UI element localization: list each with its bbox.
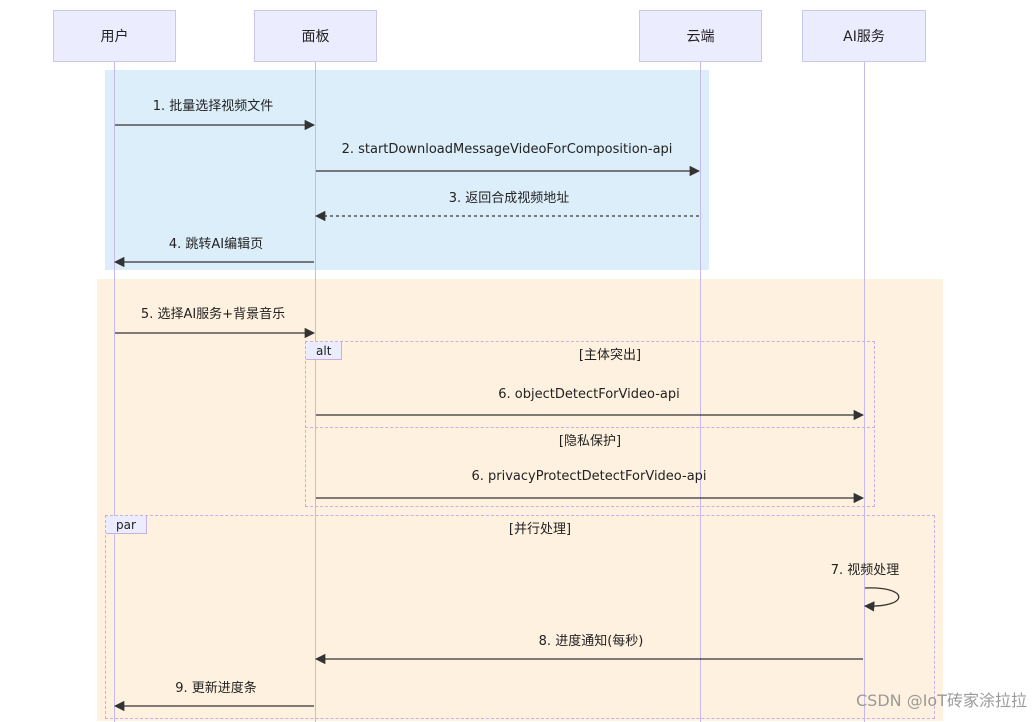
- alt-frame: alt: [305, 341, 875, 507]
- message-label-3: 3. 返回合成视频地址: [448, 191, 570, 206]
- lifeline-user: [114, 62, 115, 722]
- csdn-watermark: CSDN @IoT砖家涂拉拉: [856, 691, 1027, 710]
- actor-user: 用户: [53, 10, 176, 62]
- actor-panel: 面板: [254, 10, 377, 62]
- message-label-9: 9. 更新进度条: [175, 681, 257, 696]
- message-label-6b: 6. privacyProtectDetectForVideo-api: [471, 469, 707, 484]
- lifeline-cloud: [700, 62, 701, 722]
- message-label-2: 2. startDownloadMessageVideoForCompositi…: [341, 142, 673, 157]
- alt-divider: [305, 427, 875, 428]
- message-label-4: 4. 跳转AI编辑页: [168, 237, 264, 252]
- message-label-6a: 6. objectDetectForVideo-api: [498, 387, 680, 402]
- highlight-rect-peach: [97, 279, 943, 721]
- message-label-5: 5. 选择AI服务+背景音乐: [140, 307, 286, 322]
- alt-frame-label: alt: [306, 342, 343, 360]
- message-label-7: 7. 视频处理: [830, 563, 900, 578]
- lifeline-ai-service: [864, 62, 865, 722]
- alt-condition-1: [主体突出]: [578, 348, 642, 363]
- message-label-1: 1. 批量选择视频文件: [152, 99, 274, 114]
- alt-condition-2: [隐私保护]: [558, 434, 622, 449]
- par-frame-label: par: [106, 516, 147, 534]
- actor-cloud: 云端: [639, 10, 762, 62]
- par-condition-1: [并行处理]: [508, 522, 572, 537]
- message-arrow-7-self-loop: [863, 587, 900, 612]
- actor-ai-service: AI服务: [802, 10, 926, 62]
- highlight-rect-blue: [105, 70, 709, 270]
- lifeline-panel: [315, 62, 316, 722]
- message-label-8: 8. 进度通知(每秒): [538, 634, 644, 649]
